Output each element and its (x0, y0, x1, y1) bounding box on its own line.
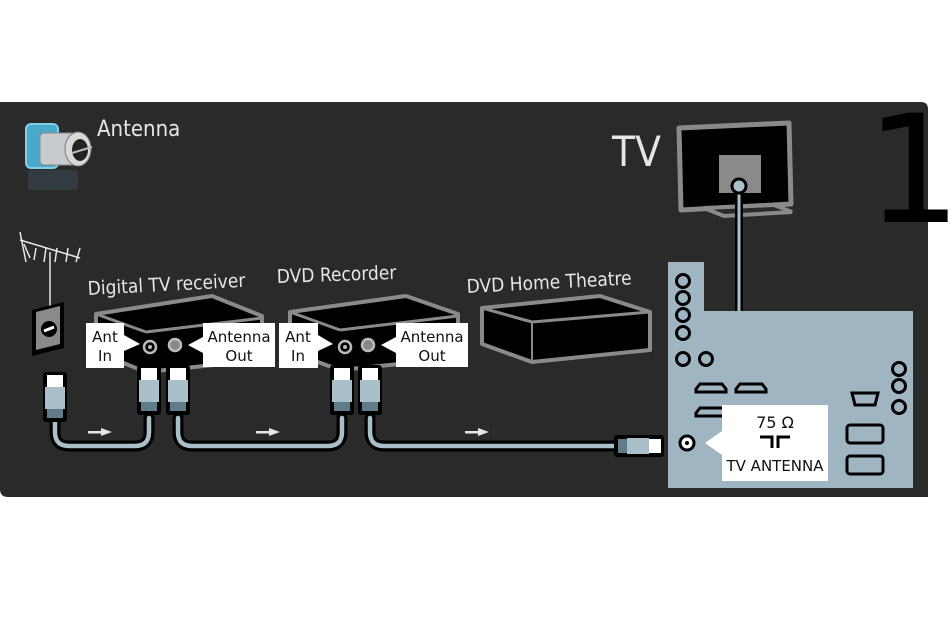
dvd-recorder-label: DVD Recorder (276, 262, 397, 288)
coax-plug-icon (137, 365, 161, 415)
coax-plug-icon (358, 365, 382, 415)
ant-out-port (169, 339, 181, 351)
coax-plug-icon (43, 372, 67, 422)
coax-plug-icon (330, 365, 354, 415)
header-title: Antenna (97, 117, 180, 142)
svg-text:In: In (291, 347, 305, 365)
svg-text:Out: Out (418, 347, 445, 365)
svg-text:Antenna: Antenna (207, 328, 270, 346)
svg-text:75 Ω: 75 Ω (756, 413, 794, 432)
svg-text:Out: Out (225, 347, 252, 365)
svg-text:In: In (98, 347, 112, 365)
svg-text:TV ANTENNA: TV ANTENNA (725, 457, 824, 475)
svg-text:Ant: Ant (92, 328, 118, 346)
tv-antenna-callout: 75 Ω TV ANTENNA (705, 405, 828, 481)
svg-text:Ant: Ant (285, 328, 311, 346)
tv-label: TV (611, 127, 661, 176)
home-theatre-device (482, 296, 650, 362)
step-number: 1 (866, 84, 950, 258)
wall-socket-icon (32, 302, 64, 356)
coax-plug-icon (166, 365, 190, 415)
svg-text:Antenna: Antenna (400, 328, 463, 346)
tv-antenna-plug (614, 435, 664, 457)
